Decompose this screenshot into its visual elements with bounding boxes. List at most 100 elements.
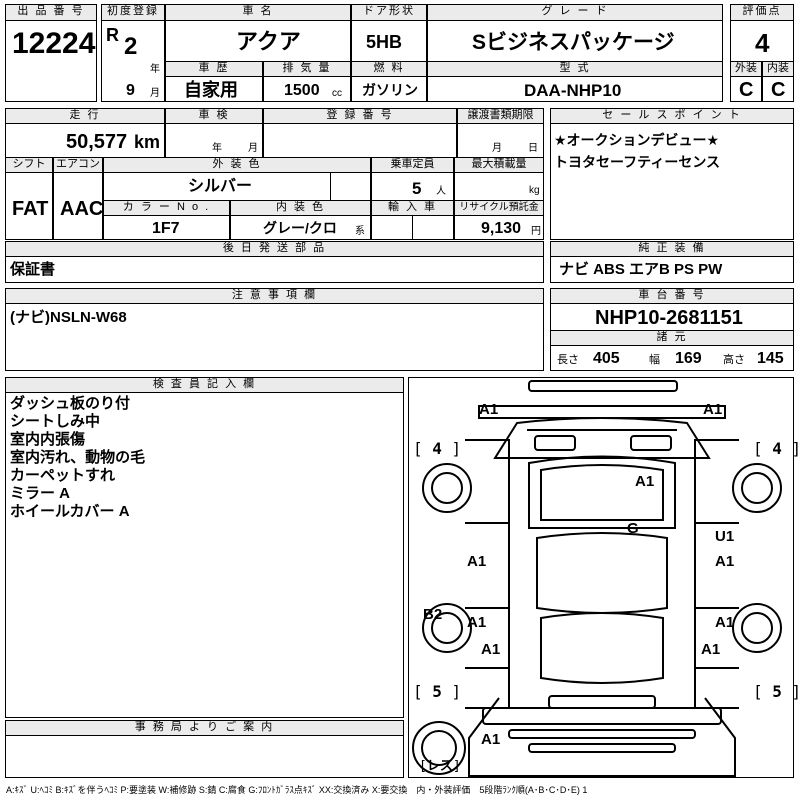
model-code: DAA-NHP10 (524, 81, 622, 100)
lot-no: 12224 (12, 27, 96, 60)
width: 169 (675, 350, 702, 367)
tire-front-right: [ 4 ] (753, 439, 800, 458)
ac-cell: AAC (53, 172, 103, 240)
mileage-unit: km (134, 132, 161, 152)
first-reg-year-unit: 年 (150, 64, 160, 75)
inspection-cell: 年 月 (165, 123, 263, 158)
inspector-note: ホイールカバー A (10, 503, 130, 520)
transfer-cell: 月 日 (457, 123, 544, 158)
history-header: 車 歴 (165, 61, 263, 77)
recycle-cell: 9,130 円 (454, 215, 544, 240)
inspector-note: ミラー A (10, 485, 71, 502)
transfer-month-unit: 月 (492, 143, 502, 154)
door-header: ドア形状 (351, 4, 427, 21)
recycle-unit: 円 (531, 226, 541, 237)
model-code-cell: DAA-NHP10 (427, 76, 723, 102)
tire-rear-right: [ 5 ] (753, 682, 800, 701)
color-no-header: カ ラ ー N o . (103, 200, 230, 216)
mark-left-quarter: A1 (481, 641, 501, 658)
exterior-header: 外装 (730, 61, 762, 77)
mark-right-front-door: A1 (715, 553, 735, 570)
grade-cell: Sビジネスパッケージ (427, 20, 723, 62)
lot-no-header: 出 品 番 号 (5, 4, 97, 21)
inspection-month-unit: 月 (248, 143, 258, 154)
fuel: ガソリン (362, 82, 418, 98)
max-load-header: 最大積載量 (454, 157, 544, 173)
score-header: 評価点 (730, 4, 794, 21)
interior-grade: C (771, 79, 786, 101)
mark-front-bumper-left: A1 (479, 401, 499, 418)
later-parts-header: 後 日 発 送 部 品 (5, 241, 544, 257)
plate-header: 登 録 番 号 (263, 108, 457, 124)
sales-point-1: ★オークションデビュー★ (554, 132, 720, 148)
car-name-header: 車 名 (165, 4, 351, 21)
notes: (ナビ)NSLN-W68 (10, 309, 127, 326)
int-color: グレー/クロ (263, 220, 337, 236)
transfer-day-unit: 日 (528, 143, 538, 154)
capacity-header: 乗車定員 (371, 157, 454, 173)
displacement-cell: 1500 cc (263, 76, 351, 102)
mark-left-rocker: B2 (423, 606, 443, 623)
mark-rear-bumper: A1 (481, 731, 501, 748)
grade: Sビジネスパッケージ (472, 31, 675, 54)
car-name: アクア (236, 29, 301, 54)
later-parts: 保証書 (10, 261, 56, 278)
sales-point-2: トヨタセーフティーセンス (554, 154, 721, 170)
chassis-header: 車 台 番 号 (550, 288, 794, 304)
width-label: 幅 (649, 354, 660, 366)
history: 自家用 (184, 80, 238, 100)
color-no: 1F7 (152, 220, 180, 237)
first-reg-month-unit: 月 (150, 88, 160, 99)
specs-cell: 長さ 405 幅 169 高さ 145 (550, 345, 794, 371)
mark-right-rear-door: A1 (715, 614, 735, 631)
specs-header: 諸 元 (550, 330, 794, 346)
import-divider (412, 216, 413, 239)
fuel-cell: ガソリン (351, 76, 427, 102)
recycle: 9,130 (481, 220, 522, 237)
car-outline-diagram (412, 380, 782, 777)
first-reg-year: 2 (124, 33, 138, 60)
displacement: 1500 (284, 82, 320, 99)
ac-header: エアコン (53, 157, 103, 173)
door-cell: 5HB (351, 20, 427, 62)
mileage: 50,577 (66, 131, 128, 153)
sales-point-header: セ ー ル ス ポ イ ン ト (550, 108, 794, 124)
int-color-cell: グレー/クロ 系 (230, 215, 371, 240)
first-reg-era: R (106, 25, 119, 45)
displacement-header: 排 気 量 (263, 61, 351, 77)
score-cell: 4 (730, 20, 794, 62)
mileage-cell: 50,577 km (5, 123, 165, 158)
mark-front-bumper-right: A1 (703, 401, 723, 418)
damage-diagram-panel: A1 A1 A1 G U1 A1 A1 B2 A1 A1 A1 A1 A1 [ … (408, 377, 800, 778)
displacement-unit: cc (332, 88, 342, 99)
mark-left-rear-door: A1 (467, 614, 487, 631)
int-color-header: 内 装 色 (230, 200, 371, 216)
genuine-cell: ナビ ABS エアB PS PW (550, 256, 794, 283)
tire-front-left: [ 4 ] (413, 439, 462, 458)
inspection-header: 車 検 (165, 108, 263, 124)
import-header: 輸 入 車 (371, 200, 454, 216)
shift: FAT (12, 198, 49, 220)
inspector-note: シートしみ中 (10, 413, 101, 430)
mileage-header: 走 行 (5, 108, 165, 124)
plate-cell (263, 123, 457, 158)
inspector-cell: ダッシュ板のり付 シートしみ中 室内内張傷 室内汚れ、動物の毛 カーペットすれ … (5, 392, 404, 718)
spare-tire: [レス] (419, 759, 461, 774)
capacity: 5 (412, 179, 422, 198)
ext-color-header: 外 装 色 (103, 157, 371, 173)
mark-left-front-door: A1 (467, 553, 487, 570)
inspection-year-unit: 年 (212, 143, 222, 154)
length-label: 長さ (557, 354, 579, 366)
damage-legend: A:ｷｽﾞ U:ﾍｺﾐ B:ｷｽﾞを伴うﾍｺﾐ P:要塗装 W:補修跡 S:錆 … (6, 785, 588, 795)
office-header: 事 務 局 よ り ご 案 内 (5, 720, 404, 736)
fuel-header: 燃 料 (351, 61, 427, 77)
chassis-no: NHP10-2681151 (595, 307, 743, 329)
recycle-header: リサイクル預託金 (454, 200, 544, 216)
height: 145 (757, 350, 784, 367)
ext-color: シルバー (188, 178, 253, 195)
height-label: 高さ (723, 354, 745, 366)
inspector-note: 室内汚れ、動物の毛 (10, 449, 146, 466)
door-type: 5HB (366, 32, 403, 52)
inspector-header: 検 査 員 記 入 欄 (5, 377, 404, 393)
shift-header: シフト (5, 157, 53, 173)
